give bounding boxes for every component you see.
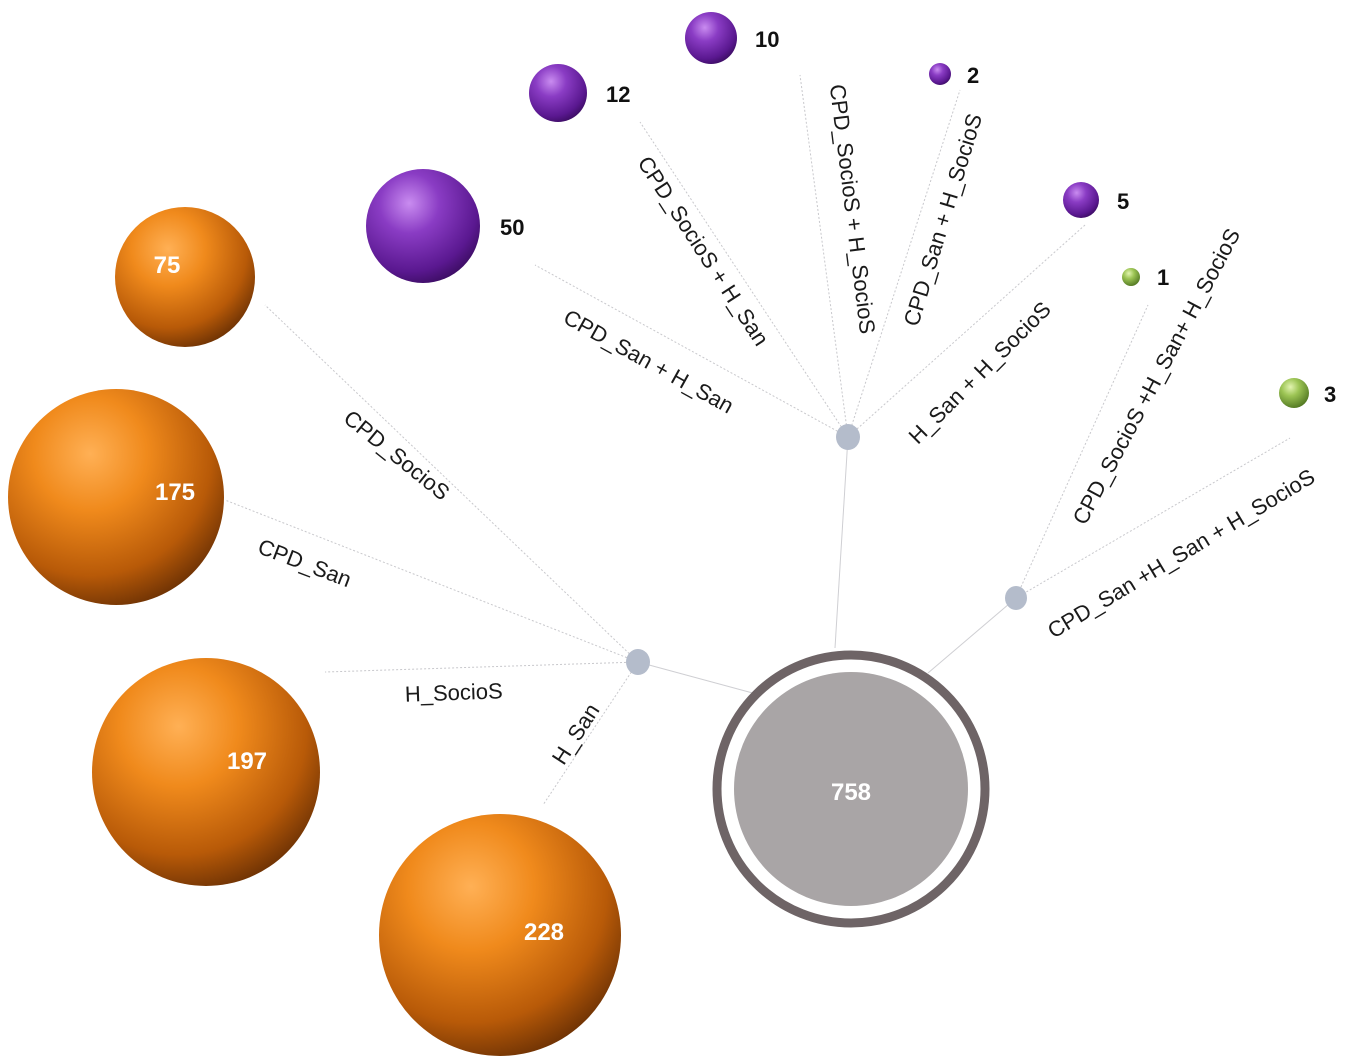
sphere-10: 10 — [685, 12, 779, 64]
purple-sphere — [529, 64, 587, 122]
connector-lines — [224, 74, 1291, 806]
edge-175 — [224, 499, 639, 663]
edge-197 — [324, 661, 639, 673]
sphere-75: 75 — [115, 207, 255, 347]
purple-sphere — [685, 12, 737, 64]
sphere-12: 12 — [529, 64, 630, 122]
edge-3 — [1015, 437, 1291, 599]
hub-nodes — [626, 424, 1027, 675]
edge-2 — [847, 89, 961, 438]
edge-50 — [534, 264, 849, 438]
node-value: 175 — [155, 479, 195, 506]
sphere-175: 175 — [8, 389, 224, 605]
edge-hub-left-root — [637, 661, 761, 696]
orange-sphere — [8, 389, 224, 605]
edge-10 — [799, 74, 849, 438]
hub-node-single — [626, 649, 650, 675]
orange-sphere — [92, 658, 320, 886]
edge-label-12: CPD_SocioS + H_San — [633, 152, 774, 351]
green-sphere — [1122, 268, 1140, 286]
edge-12 — [639, 121, 849, 438]
hub-node-pairs — [836, 424, 860, 450]
node-value: 75 — [154, 252, 181, 279]
node-value: 197 — [227, 748, 267, 775]
edge-label-197: H_SocioS — [404, 678, 503, 706]
orange-sphere — [115, 207, 255, 347]
node-value: 50 — [500, 215, 524, 240]
sphere-228: 228 — [379, 814, 621, 1056]
edge-228 — [542, 661, 639, 806]
sphere-5: 5 — [1063, 182, 1129, 218]
purple-sphere — [929, 63, 951, 85]
sphere-3: 3 — [1279, 378, 1336, 408]
node-value: 1 — [1157, 265, 1169, 290]
sphere-2: 2 — [929, 63, 979, 88]
node-value: 12 — [606, 82, 630, 107]
root-value: 758 — [831, 779, 871, 806]
edge-1 — [1015, 304, 1149, 599]
node-value: 228 — [524, 919, 564, 946]
hub-node-triples — [1005, 586, 1027, 610]
orange-sphere — [379, 814, 621, 1056]
root-node: 758 — [712, 650, 990, 928]
edge-label-228: H_San — [547, 699, 605, 769]
edge-hub-top-root — [834, 436, 849, 649]
purple-sphere — [1063, 182, 1099, 218]
edge-5 — [847, 224, 1086, 438]
green-sphere — [1279, 378, 1309, 408]
node-value: 3 — [1324, 382, 1336, 407]
purple-sphere — [366, 169, 480, 283]
sphere-197: 197 — [92, 658, 320, 886]
sphere-1: 1 — [1122, 265, 1169, 290]
node-value: 10 — [755, 27, 779, 52]
node-value: 5 — [1117, 189, 1129, 214]
sphere-50: 50 — [366, 169, 524, 283]
root-disc — [734, 672, 968, 906]
node-value: 2 — [967, 63, 979, 88]
edge-label-10: CPD_SocioS + H_SocioS — [825, 83, 880, 335]
edge-label-175: CPD_San — [255, 534, 355, 592]
edge-label-75: CPD_SocioS — [339, 405, 455, 505]
edge-hub-right-root — [927, 597, 1017, 674]
